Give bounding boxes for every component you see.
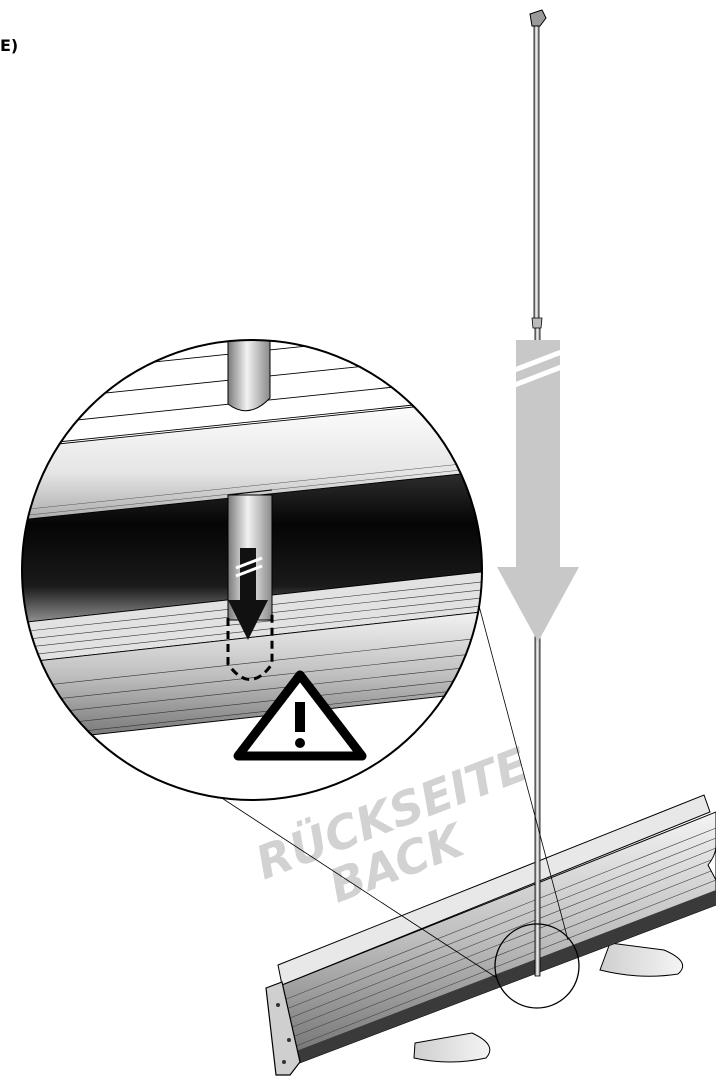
- base-cassette: [265, 794, 716, 1076]
- insert-direction-arrow: [497, 340, 579, 642]
- detail-circle: [494, 923, 580, 1009]
- leader-line-lower: [181, 771, 498, 979]
- magnified-view: [22, 340, 482, 800]
- pole-stub-top: [227, 340, 271, 412]
- pole: [529, 9, 547, 977]
- down-arrow-icon: [228, 548, 268, 640]
- cassette-top-lip: [277, 794, 711, 986]
- warning-triangle-icon: [233, 670, 367, 761]
- foot-left: [413, 1032, 491, 1063]
- leader-line-upper: [469, 571, 569, 941]
- pole-top-hook: [529, 9, 547, 27]
- cassette-end-cap: [265, 981, 301, 1076]
- foot-right: [599, 942, 684, 977]
- pole-joint: [531, 317, 543, 329]
- step-label: E): [0, 36, 19, 55]
- cassette-bottom-shade: [286, 890, 716, 1068]
